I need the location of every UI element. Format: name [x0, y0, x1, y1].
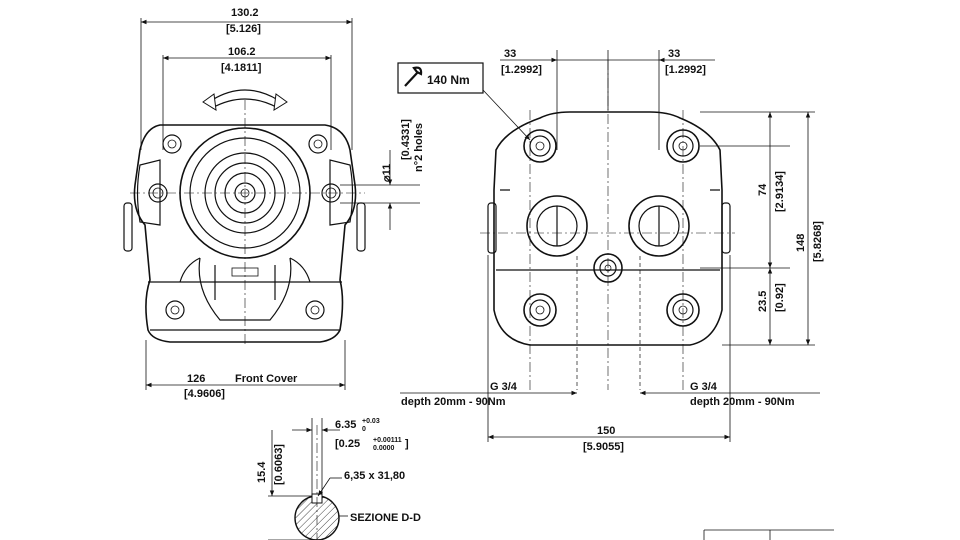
base-width-in-label: [4.9606]: [184, 388, 225, 400]
height-148-label: 148: [795, 234, 807, 252]
port-left-label: G 3/4: [490, 381, 518, 393]
port-right-note: depth 20mm - 90Nm: [690, 396, 795, 408]
title-block-corner: [703, 529, 834, 540]
hole-dia-in-label: [0.4331]: [400, 119, 412, 160]
key-tol-lower: 0: [362, 426, 366, 433]
port-offset-right-in-label: [1.2992]: [665, 64, 706, 76]
bolt-width-in-label: [4.1811]: [221, 62, 262, 74]
port-right-label: G 3/4: [690, 381, 718, 393]
overall-width-side-in-label: [5.9055]: [583, 441, 624, 453]
key-width-in-close: ]: [405, 438, 409, 450]
pump-body-front: [123, 124, 366, 343]
wrench-icon: [404, 66, 423, 87]
shaft-height-in-label: [0.6063]: [273, 444, 285, 485]
key-tol-in-lower: 0.0000: [373, 445, 395, 452]
dim-bolt-width: 106.2 [4.1811]: [162, 46, 332, 150]
dim-heights: 74 [2.9134] 148 [5.8268] 23.5 [0.92]: [700, 111, 824, 346]
torque-callout: 140 Nm: [397, 62, 531, 141]
cover-label: Front Cover: [235, 373, 298, 385]
key-width-in-label: [0.25: [335, 438, 360, 450]
section-view: 6.35 +0.03 0 [0.25 +0.00111 0.0000 ] 15.…: [256, 418, 421, 540]
key-width-label: 6.35: [335, 419, 356, 431]
key-size-label: 6,35 x 31,80: [344, 470, 405, 482]
torque-label: 140 Nm: [427, 73, 470, 87]
dim-overall-width: 130.2 [5.126]: [140, 7, 353, 150]
side-view: 140 Nm 33 [1.2992] 33 [1.2992]: [397, 48, 824, 453]
dim-overall-width-side: 150 [5.9055]: [487, 255, 731, 453]
pump-body-side: [487, 111, 731, 390]
port-offset-left-label: 33: [504, 48, 516, 60]
port-left-note: depth 20mm - 90Nm: [401, 396, 506, 408]
shaft-height-label: 15.4: [256, 461, 268, 483]
dim-port-offsets: 33 [1.2992] 33 [1.2992]: [500, 48, 715, 150]
overall-width-in-label: [5.126]: [226, 23, 261, 35]
height-74-in-label: [2.9134]: [774, 171, 786, 212]
port-offset-left-in-label: [1.2992]: [501, 64, 542, 76]
bolt-width-label: 106.2: [228, 46, 256, 58]
dim-base-width: 126 Front Cover [4.9606]: [145, 340, 346, 400]
front-view: 130.2 [5.126] 106.2 [4.1811]: [123, 7, 425, 400]
hole-note-label: n°2 holes: [413, 123, 425, 172]
height-148-in-label: [5.8268]: [812, 221, 824, 262]
key-tol-in-upper: +0.00111: [373, 437, 402, 444]
dim-hole: ⌀11 [0.4331] n°2 holes: [340, 119, 425, 230]
overall-width-label: 130.2: [231, 7, 259, 19]
height-23-label: 23.5: [757, 291, 769, 312]
key-tol-upper: +0.03: [362, 418, 380, 425]
section-title: SEZIONE D-D: [350, 512, 421, 524]
overall-width-side-label: 150: [597, 425, 615, 437]
height-74-label: 74: [757, 183, 769, 196]
port-offset-right-label: 33: [668, 48, 680, 60]
hole-dia-label: ⌀11: [381, 164, 393, 182]
rotation-arrow-icon: [202, 89, 288, 111]
height-23-in-label: [0.92]: [774, 283, 786, 312]
base-width-label: 126: [187, 373, 205, 385]
port-notes: G 3/4 depth 20mm - 90Nm G 3/4 depth 20mm…: [400, 381, 820, 408]
